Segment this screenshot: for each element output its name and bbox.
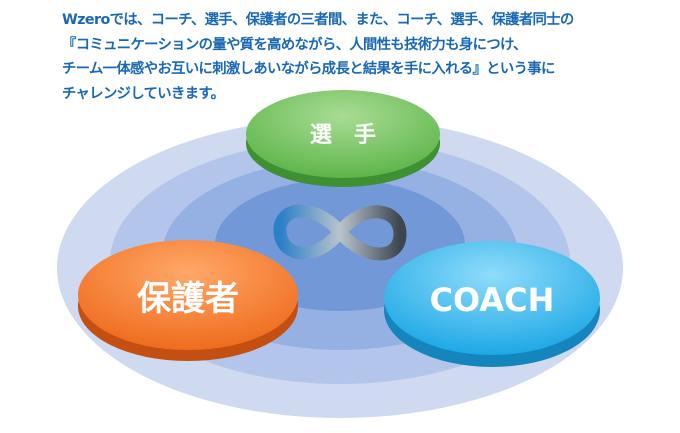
intro-line: Wzeroでは、コーチ、選手、保護者の三者間、また、コーチ、選手、保護者同士の bbox=[62, 12, 574, 28]
coach-disc: COACH bbox=[384, 241, 600, 367]
parent-label: 保護者 bbox=[137, 279, 239, 319]
intro-line: チーム一体感やお互いに刺激しあいながら成長と結果を手に入れる』という事に bbox=[62, 61, 555, 77]
intro-line: チャレンジしていきます。 bbox=[62, 85, 225, 102]
intro-text: Wzeroでは、コーチ、選手、保護者の三者間、また、コーチ、選手、保護者同士の … bbox=[62, 8, 677, 106]
player-disc: 選 手 bbox=[246, 90, 440, 187]
intro-line: 『コミュニケーションの量や質を高めながら、人間性も技術力も身につけ、 bbox=[62, 36, 527, 53]
coach-label: COACH bbox=[430, 281, 555, 319]
player-label: 選 手 bbox=[310, 123, 376, 148]
infinity-icon bbox=[273, 204, 407, 261]
parent-disc: 保護者 bbox=[78, 240, 298, 361]
